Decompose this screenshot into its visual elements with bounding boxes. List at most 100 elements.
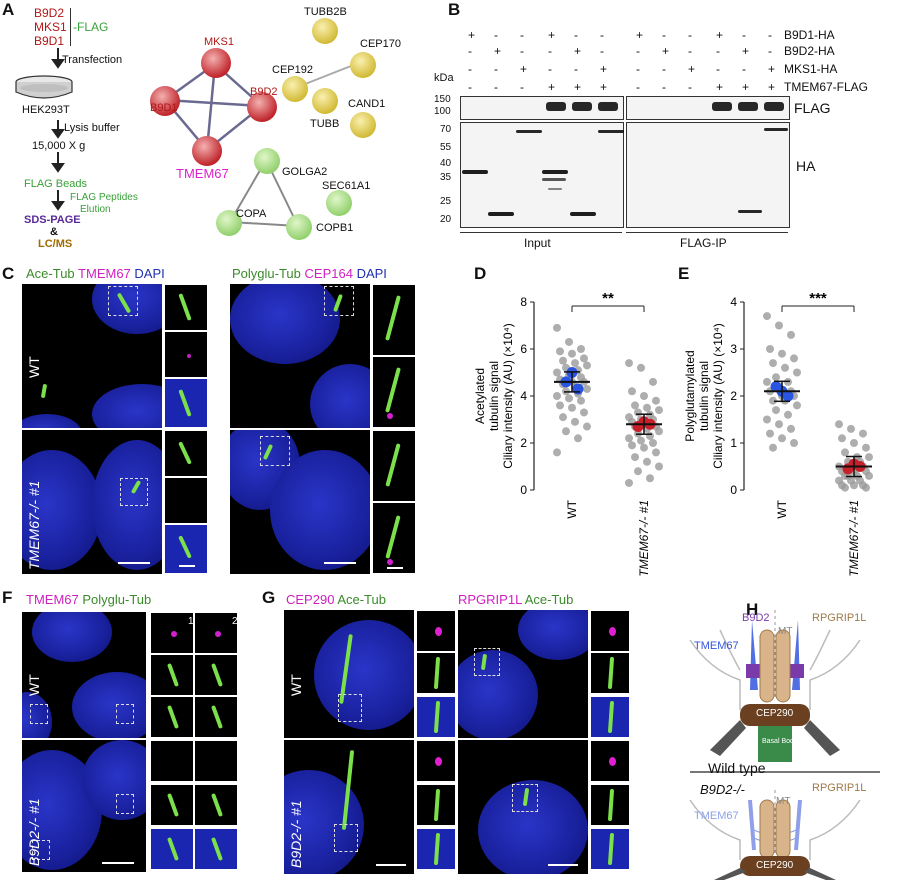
group-input: Input [524, 236, 551, 250]
lane-mark: - [662, 28, 666, 42]
f-inset-panel [150, 612, 194, 654]
c-wt-polyglu-image [230, 284, 370, 428]
data-point [577, 396, 585, 405]
data-point [640, 443, 648, 452]
h-wt-b9d2-left [746, 664, 760, 678]
f-inset-panel [194, 696, 238, 738]
panel-h-diagram [689, 610, 880, 880]
h-label-b9d2: B9D2 [742, 612, 770, 624]
data-point [778, 434, 786, 443]
g-inset-panel [416, 610, 456, 652]
y-axis-label: Ciliary intensity (AU) (×10⁴) [711, 323, 725, 469]
panel-f: TMEM67 Polyglu-Tub WT B9D2-/- #1 1 2 [0, 590, 262, 880]
node-cand1 [350, 112, 376, 138]
lane-mark: - [768, 28, 772, 42]
lane-mark: - [636, 44, 640, 58]
blot-band [738, 210, 762, 213]
step-lysis: Lysis buffer [64, 122, 120, 134]
blot-band [598, 130, 624, 133]
data-point [556, 401, 564, 410]
h-ko-label-rpgrip1l: RPGRIP1L [812, 782, 867, 794]
kda-label: kDa [434, 72, 454, 84]
h-ko-label-cep290: CEP290 [756, 860, 794, 871]
data-point [838, 434, 846, 443]
c-wt-inset-2 [164, 331, 208, 378]
mw-35: 35 [440, 172, 452, 183]
lane-mark: - [548, 62, 552, 76]
data-point [835, 420, 843, 429]
step-peptides: FLAG Peptides [70, 192, 138, 203]
data-point [847, 424, 855, 433]
data-point [553, 448, 561, 457]
c-wt-polyglu-inset-2 [372, 356, 416, 428]
blot-band [570, 212, 596, 216]
data-point [562, 427, 570, 436]
g-inset-panel [590, 828, 630, 870]
data-point [652, 448, 660, 457]
node-tubb2b [312, 18, 338, 44]
group-flag-ip: FLAG-IP [680, 236, 727, 250]
g-ko-cep290-image: B9D2-/- #1 [284, 740, 414, 874]
lane-mark: - [636, 80, 640, 94]
step-elution: Elution [80, 204, 111, 215]
f-inset-num-2: 2 [232, 616, 238, 627]
c-ko-polyglu-inset-2 [372, 502, 416, 574]
lane-mark: - [468, 80, 472, 94]
row-label-mks1: MKS1-HA [784, 62, 838, 76]
f-title-tmem67: TMEM67 [26, 592, 79, 607]
step-sds-page: SDS-PAGE [24, 214, 81, 226]
step-spin: 15,000 X g [32, 140, 86, 152]
significance-label: ** [602, 290, 614, 307]
row-label-b9d1: B9D1-HA [784, 28, 835, 42]
blot-band [546, 102, 566, 111]
c-wt-acetub-image: WT [22, 284, 162, 428]
lane-mark: + [716, 80, 724, 94]
data-point [625, 359, 633, 368]
blot-label-flag: FLAG [794, 100, 831, 116]
panel-b: +--+--+--+---+--+--+--+---+--+--+--+---+… [434, 0, 900, 255]
f-inset-panel [194, 784, 238, 826]
h-wt-tmem67-left [750, 620, 758, 690]
data-point [862, 443, 870, 452]
group-line-ip [626, 232, 788, 233]
data-point [565, 394, 573, 403]
data-point [571, 359, 579, 368]
data-point [649, 377, 657, 386]
lane-mark: + [600, 62, 608, 76]
data-point [778, 349, 786, 358]
node-copb1 [286, 214, 312, 240]
data-point [580, 408, 588, 417]
blot-band [764, 128, 788, 131]
data-point [790, 439, 798, 447]
data-point [643, 403, 651, 412]
lane-mark: - [742, 28, 746, 42]
c-title-dapi2: DAPI [356, 266, 387, 281]
c-title-dapi: DAPI [134, 266, 165, 281]
node-label-sec61a1: SEC61A1 [322, 180, 371, 192]
node-label-tmem67: TMEM67 [176, 166, 229, 181]
data-point [625, 478, 633, 487]
mw-25: 25 [440, 196, 452, 207]
c-ko-polyglu-image [230, 430, 370, 574]
node-label-b9d2: B9D2 [250, 86, 278, 98]
step-beads: FLAG Beads [24, 178, 87, 190]
y-tick-label: 3 [730, 342, 737, 356]
blot-band [712, 102, 732, 111]
lane-mark: - [716, 62, 720, 76]
g-inset-panel [590, 784, 630, 826]
data-point [775, 420, 783, 429]
y-tick-label: 6 [520, 342, 527, 356]
node-tmem67 [192, 136, 222, 166]
lane-mark: + [468, 28, 476, 42]
lane-mark: + [768, 80, 776, 94]
data-point [769, 396, 777, 405]
lane-mark: + [600, 80, 608, 94]
blot-band [598, 102, 618, 111]
f-inset-panel [194, 828, 238, 870]
data-point [646, 431, 654, 440]
c-ko-inset-2 [164, 477, 208, 524]
mw-150: 150 [434, 94, 451, 105]
node-label-tubb2b: TUBB2B [304, 6, 347, 18]
y-tick-label: 2 [520, 436, 527, 450]
